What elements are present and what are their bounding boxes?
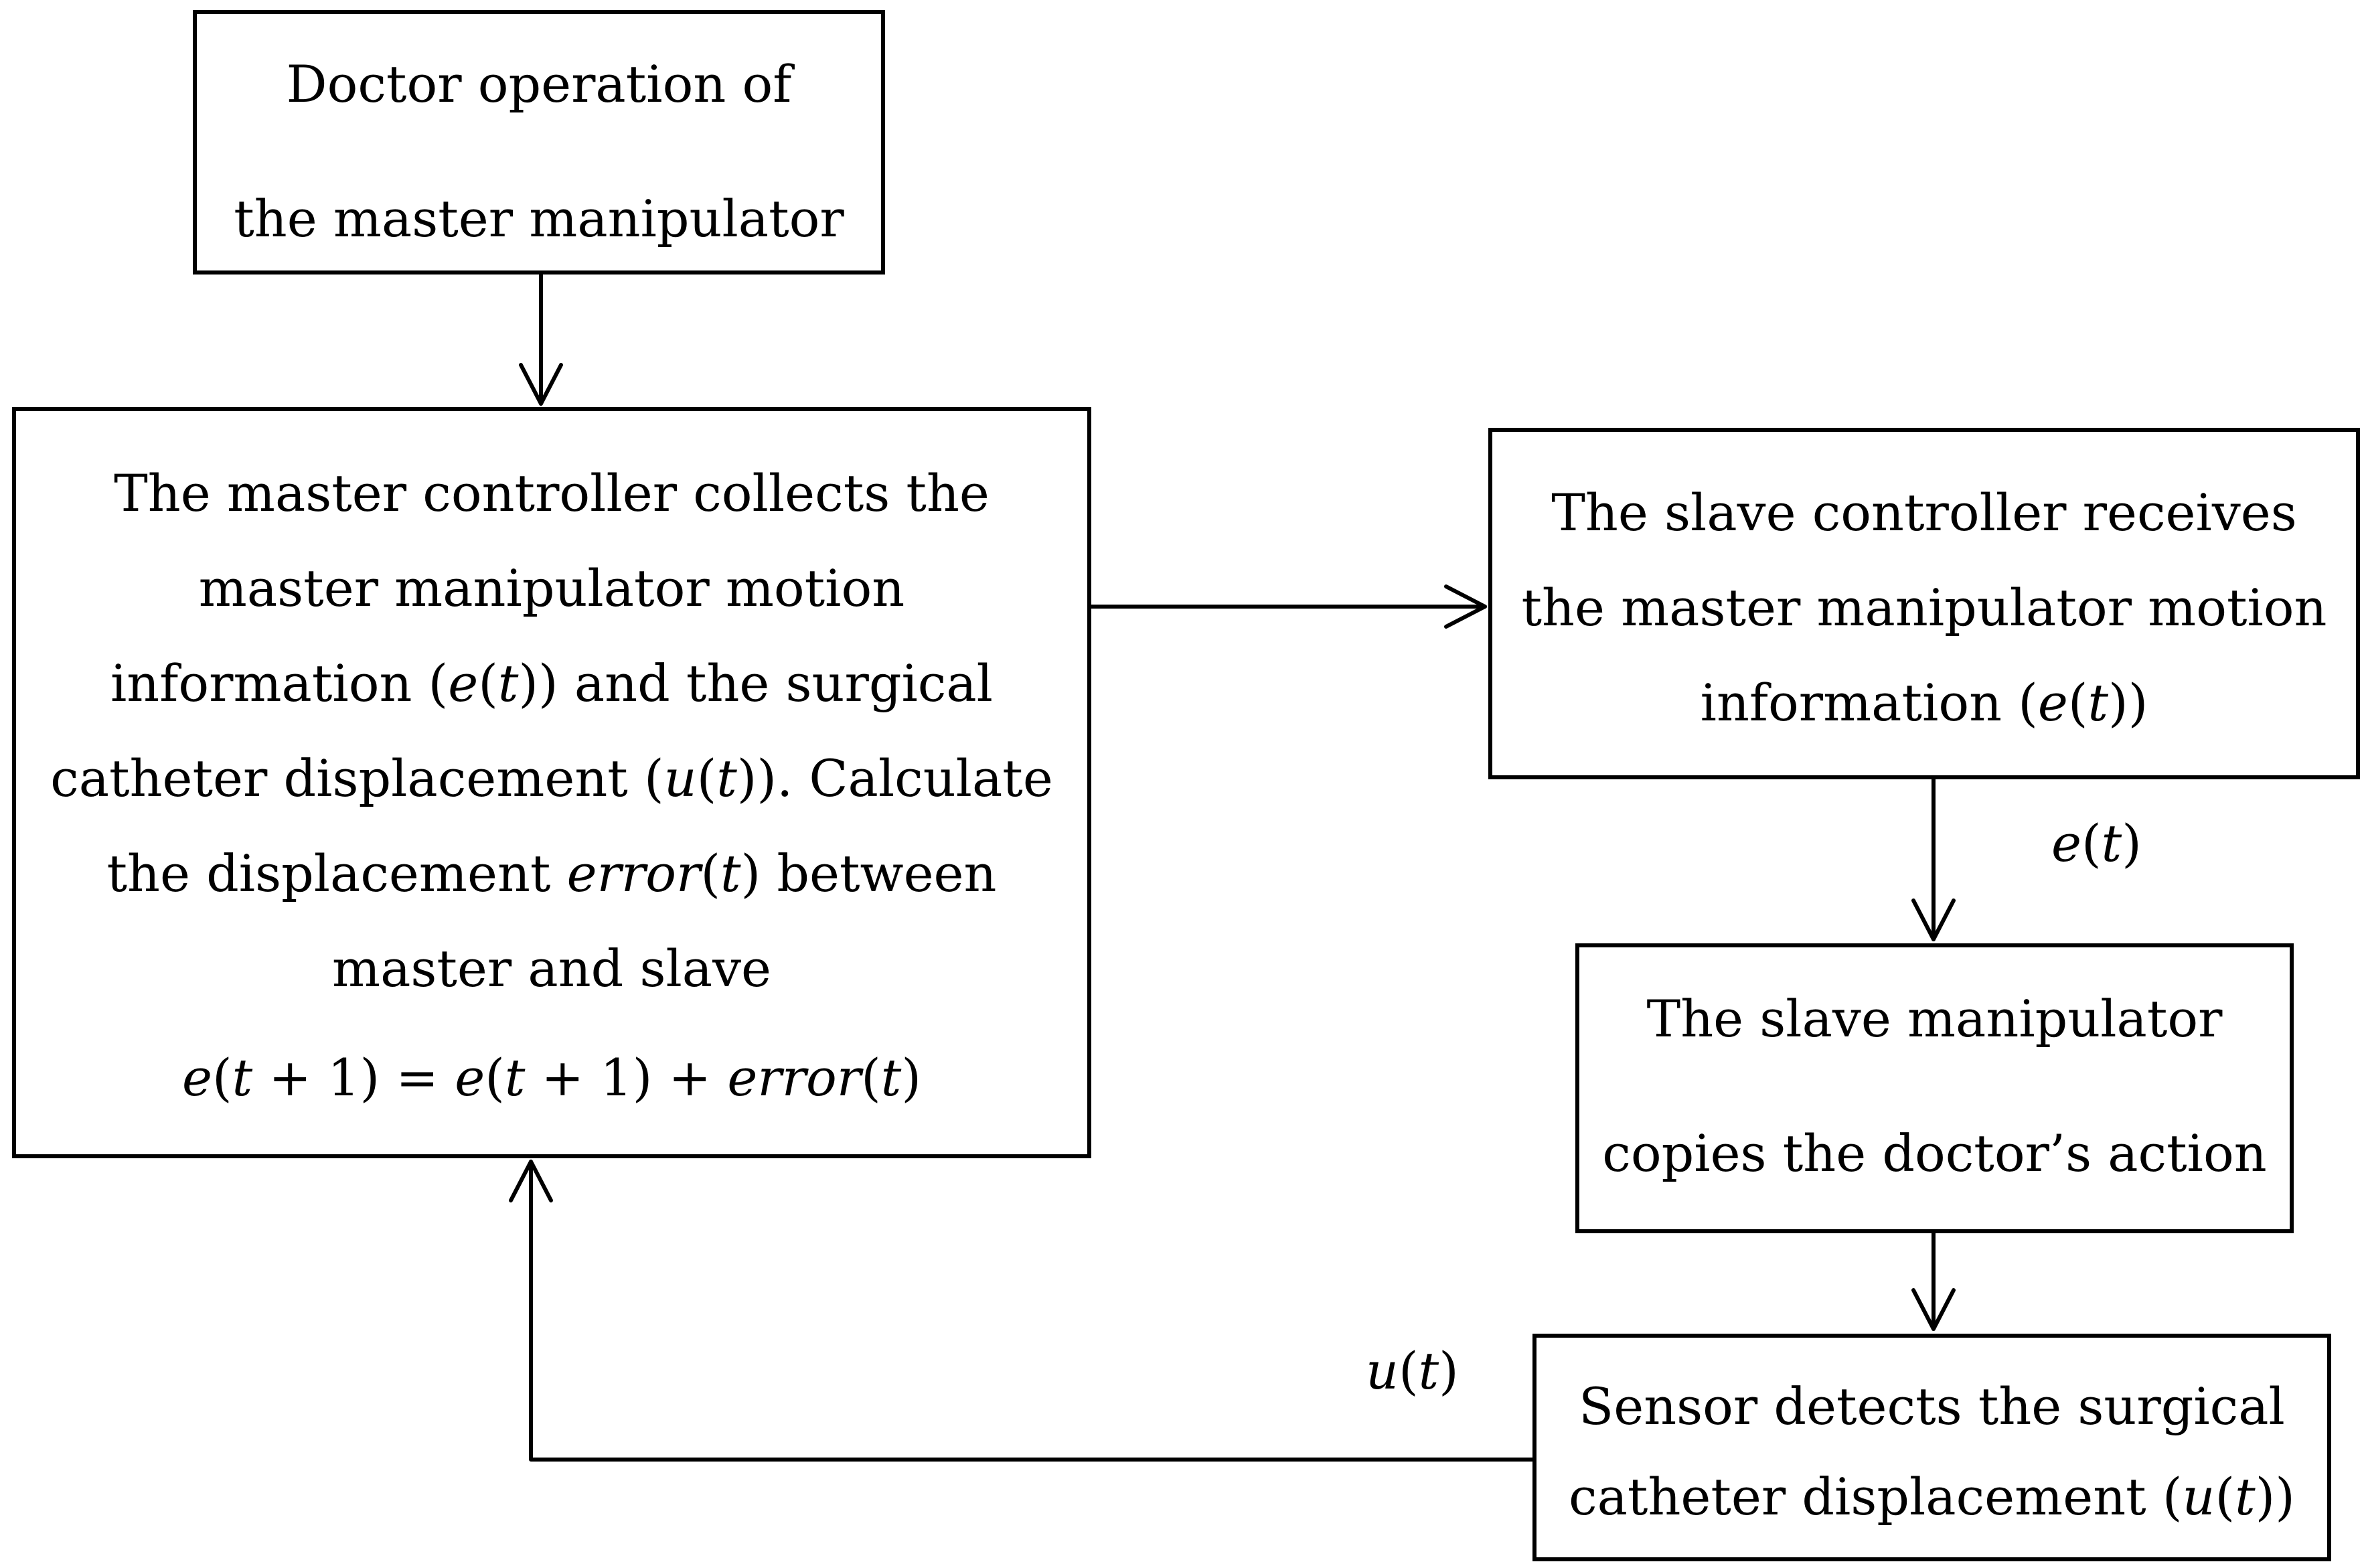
slave-controller-box: The slave controller receives the master… <box>1488 428 2360 779</box>
signal-label-e-t: e(t) <box>2051 813 2142 873</box>
master-box-equation: e(t + 1) = e(t + 1) + error(t) <box>182 1048 921 1107</box>
arrowhead-manipulator-to-sensor <box>1911 1288 1956 1331</box>
slave-manipulator-line-2: copies the doctor’s action <box>1602 1123 2267 1183</box>
arrowhead-doctor-to-master <box>519 363 563 406</box>
slave-controller-line-1: The slave controller receives <box>1551 483 2297 542</box>
sensor-box: Sensor detects the surgical catheter dis… <box>1532 1334 2331 1561</box>
sensor-box-line-2: catheter displacement (u(t)) <box>1569 1467 2295 1526</box>
master-box-line-3: information (e(t)) and the surgical <box>110 653 993 713</box>
doctor-operation-box: Doctor operation of the master manipulat… <box>193 10 885 275</box>
arrow-sensor-feedback <box>529 1160 1535 1462</box>
master-box-line-4: catheter displacement (u(t)). Calculate <box>50 749 1053 808</box>
master-box-line-6: master and slave <box>332 939 771 998</box>
arrowhead-master-to-slave-controller <box>1444 584 1487 629</box>
slave-manipulator-box: The slave manipulator copies the doctor’… <box>1575 943 2294 1233</box>
master-controller-box: The master controller collects the maste… <box>12 407 1091 1158</box>
doctor-box-line-1: Doctor operation of <box>286 54 792 114</box>
arrowhead-sensor-feedback <box>509 1160 553 1202</box>
signal-label-u-t: u(t) <box>1366 1341 1459 1401</box>
slave-controller-line-3: information (e(t)) <box>1700 673 2148 732</box>
master-box-line-2: master manipulator motion <box>198 558 905 618</box>
doctor-box-line-2: the master manipulator <box>234 189 844 248</box>
master-box-line-1: The master controller collects the <box>114 463 990 523</box>
sensor-box-line-1: Sensor detects the surgical <box>1579 1377 2285 1436</box>
master-box-line-5: the displacement error(t) between <box>106 844 997 903</box>
arrowhead-slave-controller-to-manipulator <box>1911 898 1956 941</box>
slave-controller-line-2: the master manipulator motion <box>1521 578 2327 637</box>
slave-manipulator-line-1: The slave manipulator <box>1646 989 2223 1048</box>
